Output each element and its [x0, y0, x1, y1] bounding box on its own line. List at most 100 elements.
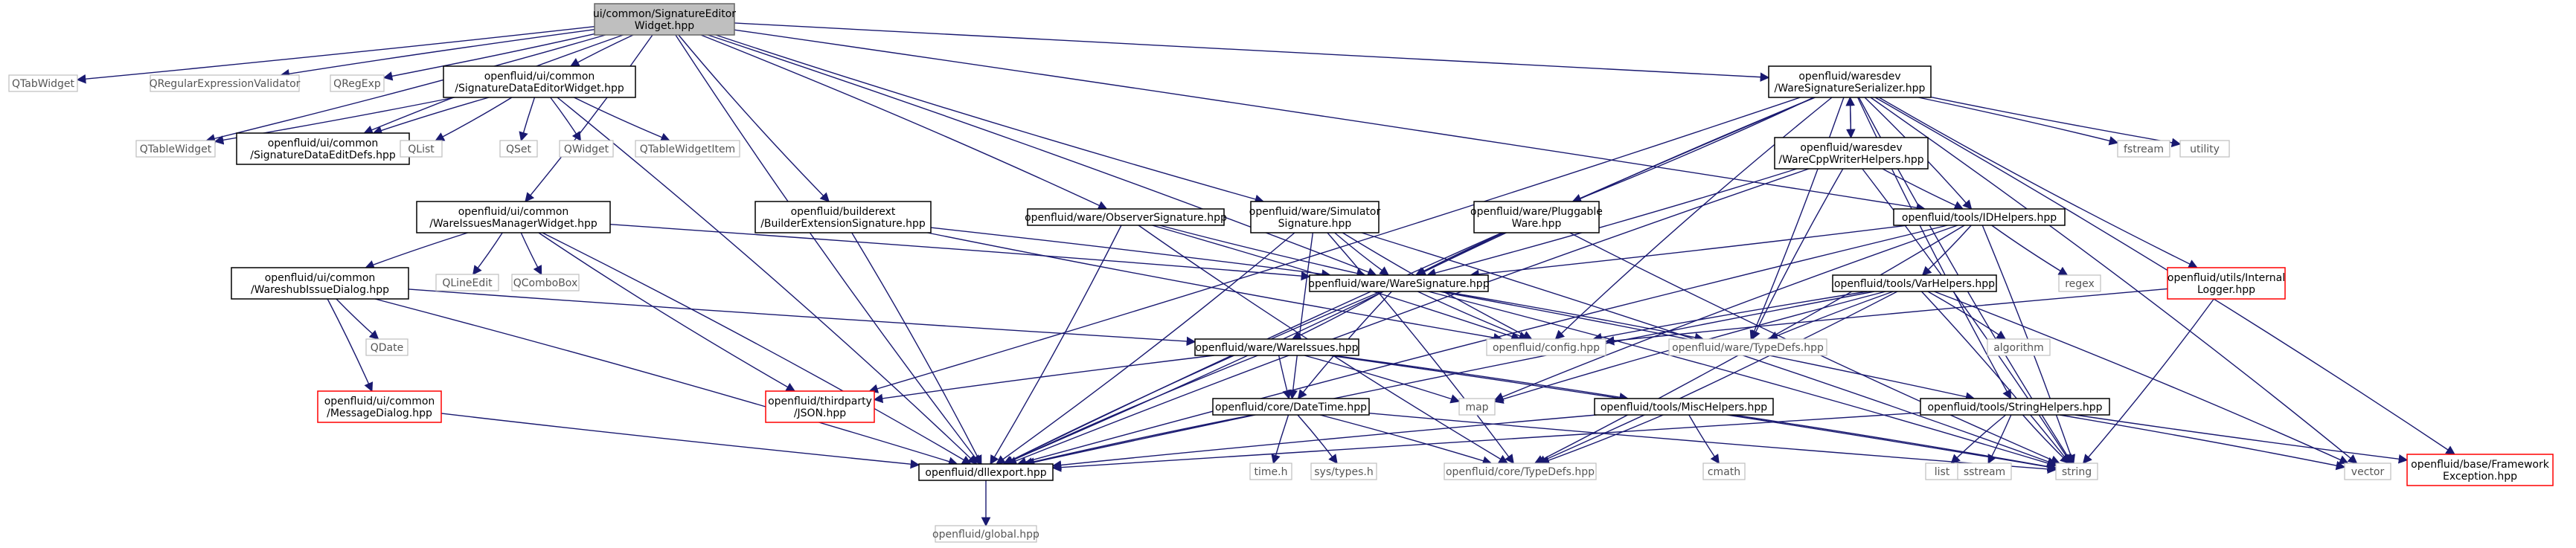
- edge-varhelpers-to-algorithm: [1927, 291, 2007, 340]
- node-qtablewidget[interactable]: QTableWidget: [135, 140, 216, 158]
- node-label: QWidget: [564, 144, 609, 155]
- node-waresig[interactable]: openfluid/ware/WareSignature.hpp: [1308, 274, 1490, 292]
- node-wareissuesmgr[interactable]: openfluid/ui/common/WareIssuesManagerWid…: [416, 201, 611, 233]
- node-box: [1702, 462, 1746, 480]
- node-qregexpvalidator[interactable]: QRegularExpressionValidator: [150, 74, 301, 92]
- edges-layer: [76, 22, 2455, 527]
- edge-wareissues-to-map: [1304, 355, 1461, 404]
- node-box: [2167, 267, 2286, 300]
- node-label: openfluid/global.hpp: [932, 529, 1039, 541]
- edge-internallogger-to-string: [2082, 298, 2214, 464]
- node-waresigserializer[interactable]: openfluid/waresdev/WareSignatureSerializ…: [1768, 65, 1932, 98]
- edge-varhelpers-to-confighpp: [1592, 291, 1868, 343]
- node-label: openfluid/core/DateTime.hpp: [1215, 402, 1367, 413]
- node-qwidget[interactable]: QWidget: [559, 140, 614, 158]
- edge-waresig-to-string: [1428, 291, 2057, 468]
- edge-wareshubdialog-to-messagedialog: [327, 298, 374, 393]
- edge-root-to-waresigserializer: [734, 22, 1770, 82]
- node-map[interactable]: map: [1458, 398, 1496, 416]
- node-label: list: [1935, 466, 1950, 478]
- node-qset[interactable]: QSet: [499, 140, 538, 158]
- node-utility[interactable]: utility: [2179, 140, 2230, 158]
- node-timeh[interactable]: time.h: [1249, 462, 1292, 480]
- node-idhelpers[interactable]: openfluid/tools/IDHelpers.hpp: [1893, 208, 2066, 226]
- node-waretypedefs[interactable]: openfluid/ware/TypeDefs.hpp: [1668, 338, 1827, 356]
- edge-wareissuesmgr-to-qlineedit: [472, 232, 503, 276]
- node-string[interactable]: string: [2055, 462, 2098, 480]
- node-qcombobox[interactable]: QComboBox: [511, 274, 580, 291]
- edge-warecppwriter-to-waretypedefs: [1752, 168, 1844, 341]
- node-mischelpers[interactable]: openfluid/tools/MiscHelpers.hpp: [1594, 398, 1774, 416]
- node-fstream[interactable]: fstream: [2117, 140, 2170, 158]
- edge-waresigserializer-to-waretypedefs: [1749, 97, 1845, 341]
- edge-wareshubdialog-to-dllexport: [374, 298, 958, 466]
- node-box: [765, 390, 875, 423]
- node-algorithm[interactable]: algorithm: [1987, 338, 2051, 356]
- node-list[interactable]: list: [1925, 462, 1959, 480]
- edge-mischelpers-to-coretypedefs: [1539, 414, 1664, 465]
- node-qlist[interactable]: QList: [400, 140, 443, 158]
- node-wareshubdialog[interactable]: openfluid/ui/common/WareshubIssueDialog.…: [231, 267, 409, 300]
- node-sigdataeditor[interactable]: openfluid/ui/common/SignatureDataEditorW…: [443, 65, 636, 98]
- node-qtablewidgetitem[interactable]: QTableWidgetItem: [635, 140, 740, 158]
- edge-waresigserializer-to-jsonhpp: [868, 97, 1801, 393]
- node-box: [1310, 462, 1377, 480]
- node-coretypedefs[interactable]: openfluid/core/TypeDefs.hpp: [1444, 462, 1597, 480]
- edge-root-to-wareissuesmgr: [525, 34, 653, 202]
- node-label: QTableWidgetItem: [640, 144, 735, 155]
- node-box: [2406, 454, 2554, 486]
- node-label: openfluid/base/Framework: [2411, 459, 2550, 471]
- node-confighpp[interactable]: openfluid/config.hpp: [1486, 338, 1606, 356]
- node-varhelpers[interactable]: openfluid/tools/VarHelpers.hpp: [1832, 274, 1997, 292]
- node-stringhelpers[interactable]: openfluid/tools/StringHelpers.hpp: [1920, 398, 2110, 416]
- node-builderext[interactable]: openfluid/builderext/BuilderExtensionSig…: [754, 201, 932, 233]
- node-regex[interactable]: regex: [2058, 274, 2101, 292]
- node-vector[interactable]: vector: [2344, 462, 2391, 480]
- node-qregexp[interactable]: QRegExp: [330, 74, 385, 92]
- node-qdate[interactable]: QDate: [365, 338, 408, 356]
- node-label: QList: [408, 144, 435, 155]
- node-cmath[interactable]: cmath: [1702, 462, 1746, 480]
- node-jsonhpp[interactable]: openfluid/thirdparty/JSON.hpp: [765, 390, 875, 423]
- node-global[interactable]: openfluid/global.hpp: [932, 525, 1039, 543]
- node-label: QTableWidget: [140, 144, 212, 155]
- node-box: [559, 140, 614, 158]
- edge-root-to-dllexport: [675, 34, 981, 465]
- edge-builderext-to-confighpp: [927, 232, 1503, 343]
- node-observersig[interactable]: openfluid/ware/ObserverSignature.hpp: [1025, 208, 1227, 226]
- node-messagedialog[interactable]: openfluid/ui/common/MessageDialog.hpp: [317, 390, 442, 423]
- node-label: openfluid/ware/TypeDefs.hpp: [1672, 342, 1824, 354]
- node-dllexport[interactable]: openfluid/dllexport.hpp: [918, 463, 1054, 481]
- nodes-layer: ui/common/SignatureEditorWidget.hppQTabW…: [8, 3, 2554, 543]
- node-warecppwriter[interactable]: openfluid/waresdev/WareCppWriterHelpers.…: [1774, 137, 1929, 170]
- node-systypes[interactable]: sys/types.h: [1310, 462, 1377, 480]
- node-label: QComboBox: [513, 277, 577, 289]
- node-label: QDate: [371, 342, 403, 354]
- edge-waresig-to-waretypedefs: [1443, 291, 1705, 342]
- edge-simulatorsig-to-datetime: [1288, 232, 1314, 400]
- edge-wareissues-to-jsonhpp: [873, 355, 1214, 404]
- node-label: openfluid/tools/StringHelpers.hpp: [1927, 402, 2102, 413]
- node-label: cmath: [1708, 466, 1740, 478]
- node-box: [1309, 274, 1489, 292]
- node-box: [2055, 462, 2098, 480]
- node-label: Exception.hpp: [2443, 471, 2517, 483]
- node-label: fstream: [2124, 144, 2164, 155]
- edge-warecppwriter-to-idhelpers: [1882, 168, 1964, 210]
- node-wareissues[interactable]: openfluid/ware/WareIssues.hpp: [1194, 338, 1359, 356]
- node-datetime[interactable]: openfluid/core/DateTime.hpp: [1212, 398, 1370, 416]
- node-box: [1832, 274, 1997, 292]
- node-sstream[interactable]: sstream: [1957, 462, 2012, 480]
- node-label: openfluid/builderext: [791, 206, 896, 218]
- node-sigdataeditdefs[interactable]: openfluid/ui/common/SignatureDataEditDef…: [236, 132, 410, 165]
- node-qtabwidget[interactable]: QTabWidget: [8, 74, 78, 92]
- node-box: [1250, 201, 1380, 233]
- node-qlineedit[interactable]: QLineEdit: [435, 274, 499, 291]
- edge-idhelpers-to-varhelpers: [1921, 225, 1972, 276]
- node-box: [1444, 462, 1597, 480]
